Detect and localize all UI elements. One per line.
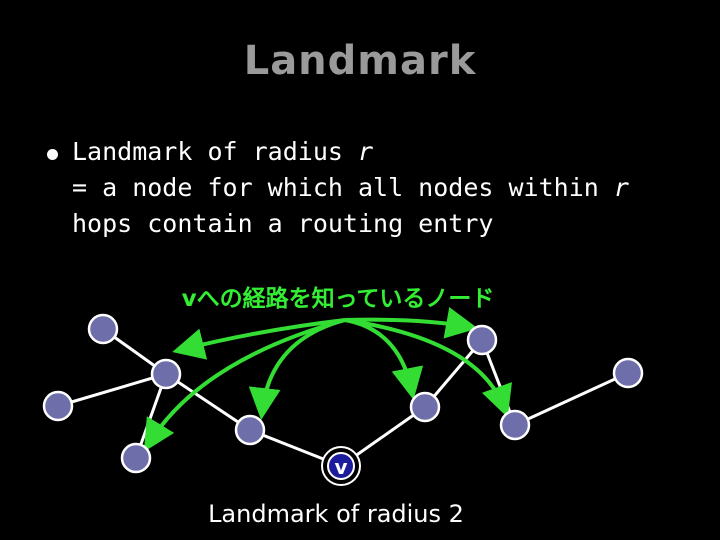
annotation-text: vへの経路を知っているノード (182, 285, 495, 312)
node-d (120, 442, 152, 474)
node-c (42, 390, 74, 422)
node-e (234, 414, 266, 446)
node-a (87, 313, 119, 345)
landmark-inner-circle (327, 452, 355, 480)
arrow-to-node-e (248, 318, 346, 420)
arrow-group (143, 307, 512, 452)
node-b (150, 358, 182, 390)
bullet-line-3: hops contain a routing entry (72, 209, 494, 238)
bullet-line-1: Landmark of radius r (72, 134, 629, 170)
arrow-to-node-d (143, 318, 346, 452)
slide-title: Landmark (243, 38, 477, 84)
node-f (409, 391, 441, 423)
node-h (499, 409, 531, 441)
bullet-line-2-var: r (613, 173, 629, 202)
node-group (42, 313, 644, 474)
arrow-to-node-b (172, 318, 346, 360)
bullet-line-1-var: r (357, 137, 374, 166)
edge-b-c (57, 372, 167, 408)
diagram-caption: Landmark of radius 2 (208, 500, 464, 528)
bullet-text: Landmark of radius r = a node for which … (72, 134, 629, 242)
arrow-to-node-g (344, 307, 478, 339)
bullet-marker (47, 149, 58, 160)
arrow-to-node-h (344, 318, 512, 418)
bullet-line-2: = a node for which all nodes within r (72, 170, 629, 206)
bullet-line-2-text: = a node for which all nodes within (72, 173, 614, 202)
bullet-line-1-text: Landmark of radius (72, 137, 358, 166)
node-g (466, 324, 498, 356)
landmark-label: v (334, 455, 347, 479)
landmark-node: v (321, 446, 361, 486)
edge-b-e (165, 372, 251, 432)
node-i (612, 357, 644, 389)
edge-h-i (514, 371, 629, 427)
